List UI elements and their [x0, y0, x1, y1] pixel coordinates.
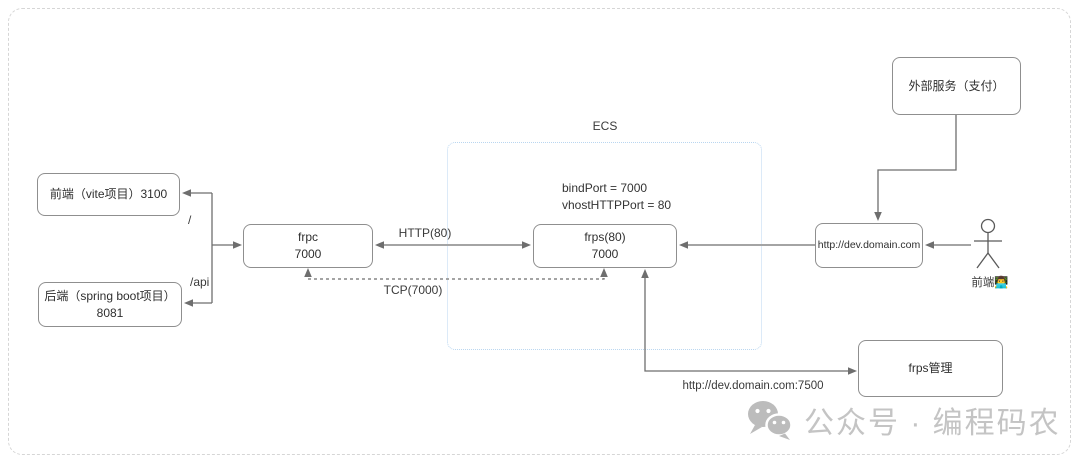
node-admin-label: frps管理: [908, 361, 953, 375]
edge-label-root-path: /: [188, 213, 192, 227]
ecs-title: ECS: [592, 119, 618, 133]
node-frpc: frpc 7000: [243, 224, 373, 268]
arrowhead: [304, 268, 312, 277]
edge-label-http: HTTP(80): [398, 226, 452, 240]
arrowhead: [522, 241, 531, 249]
user-stick-figure: [974, 218, 1002, 269]
arrowhead: [874, 212, 882, 221]
config-bindport: bindPort = 7000: [562, 181, 648, 195]
arrowhead: [641, 269, 649, 278]
node-frps: frps(80) 7000: [533, 224, 677, 268]
arrowhead: [182, 189, 191, 197]
node-frpc-port: 7000: [294, 247, 322, 261]
node-frontend-vite: 前端（vite项目）3100: [37, 173, 180, 216]
node-backend-springboot: 后端（spring boot项目）8081: [38, 282, 182, 327]
arrowhead: [184, 299, 193, 307]
watermark: 公众号 · 编程码农: [746, 398, 1061, 442]
edge-frpc-frps-tcp: [307, 273, 605, 280]
node-backend-label: 后端（spring boot项目）8081: [44, 288, 176, 320]
node-dev-domain: http://dev.domain.com: [815, 223, 923, 268]
ecs-container: [447, 142, 762, 350]
arrowhead: [679, 241, 688, 249]
edge-admin-frps: [644, 275, 849, 372]
node-external-service: 外部服务（支付）: [892, 57, 1021, 115]
node-frontend-label: 前端（vite项目）3100: [49, 187, 168, 201]
edge-label-api-path: /api: [190, 275, 210, 289]
node-frps-admin: frps管理: [858, 340, 1003, 397]
edge-label-tcp: TCP(7000): [383, 283, 443, 297]
watermark-text: 公众号 · 编程码农: [804, 407, 1061, 440]
wechat-icon: [748, 401, 793, 440]
config-vhosthttpport: vhostHTTPPort = 80: [562, 198, 672, 212]
arrowhead: [925, 241, 934, 249]
edge-label-admin-url: http://dev.domain.com:7500: [682, 380, 824, 392]
diagram-outer-border: [8, 8, 1071, 455]
node-frps-port: 7000: [591, 247, 619, 261]
node-external-label: 外部服务（支付）: [908, 78, 1005, 93]
edge-frpc-frontend: [190, 192, 234, 304]
arrowhead: [375, 241, 384, 249]
node-domain-label: http://dev.domain.com: [817, 239, 921, 251]
node-frpc-name: frpc: [297, 230, 318, 244]
arrowhead: [600, 268, 608, 277]
frps-config-text: bindPort = 7000 vhostHTTPPort = 80: [562, 180, 671, 214]
arrowhead: [233, 241, 242, 249]
edge-external-domain: [877, 115, 957, 215]
arrowhead: [848, 367, 857, 375]
node-frps-name: frps(80): [584, 230, 626, 244]
user-label: 前端👨‍💻: [971, 277, 1009, 289]
